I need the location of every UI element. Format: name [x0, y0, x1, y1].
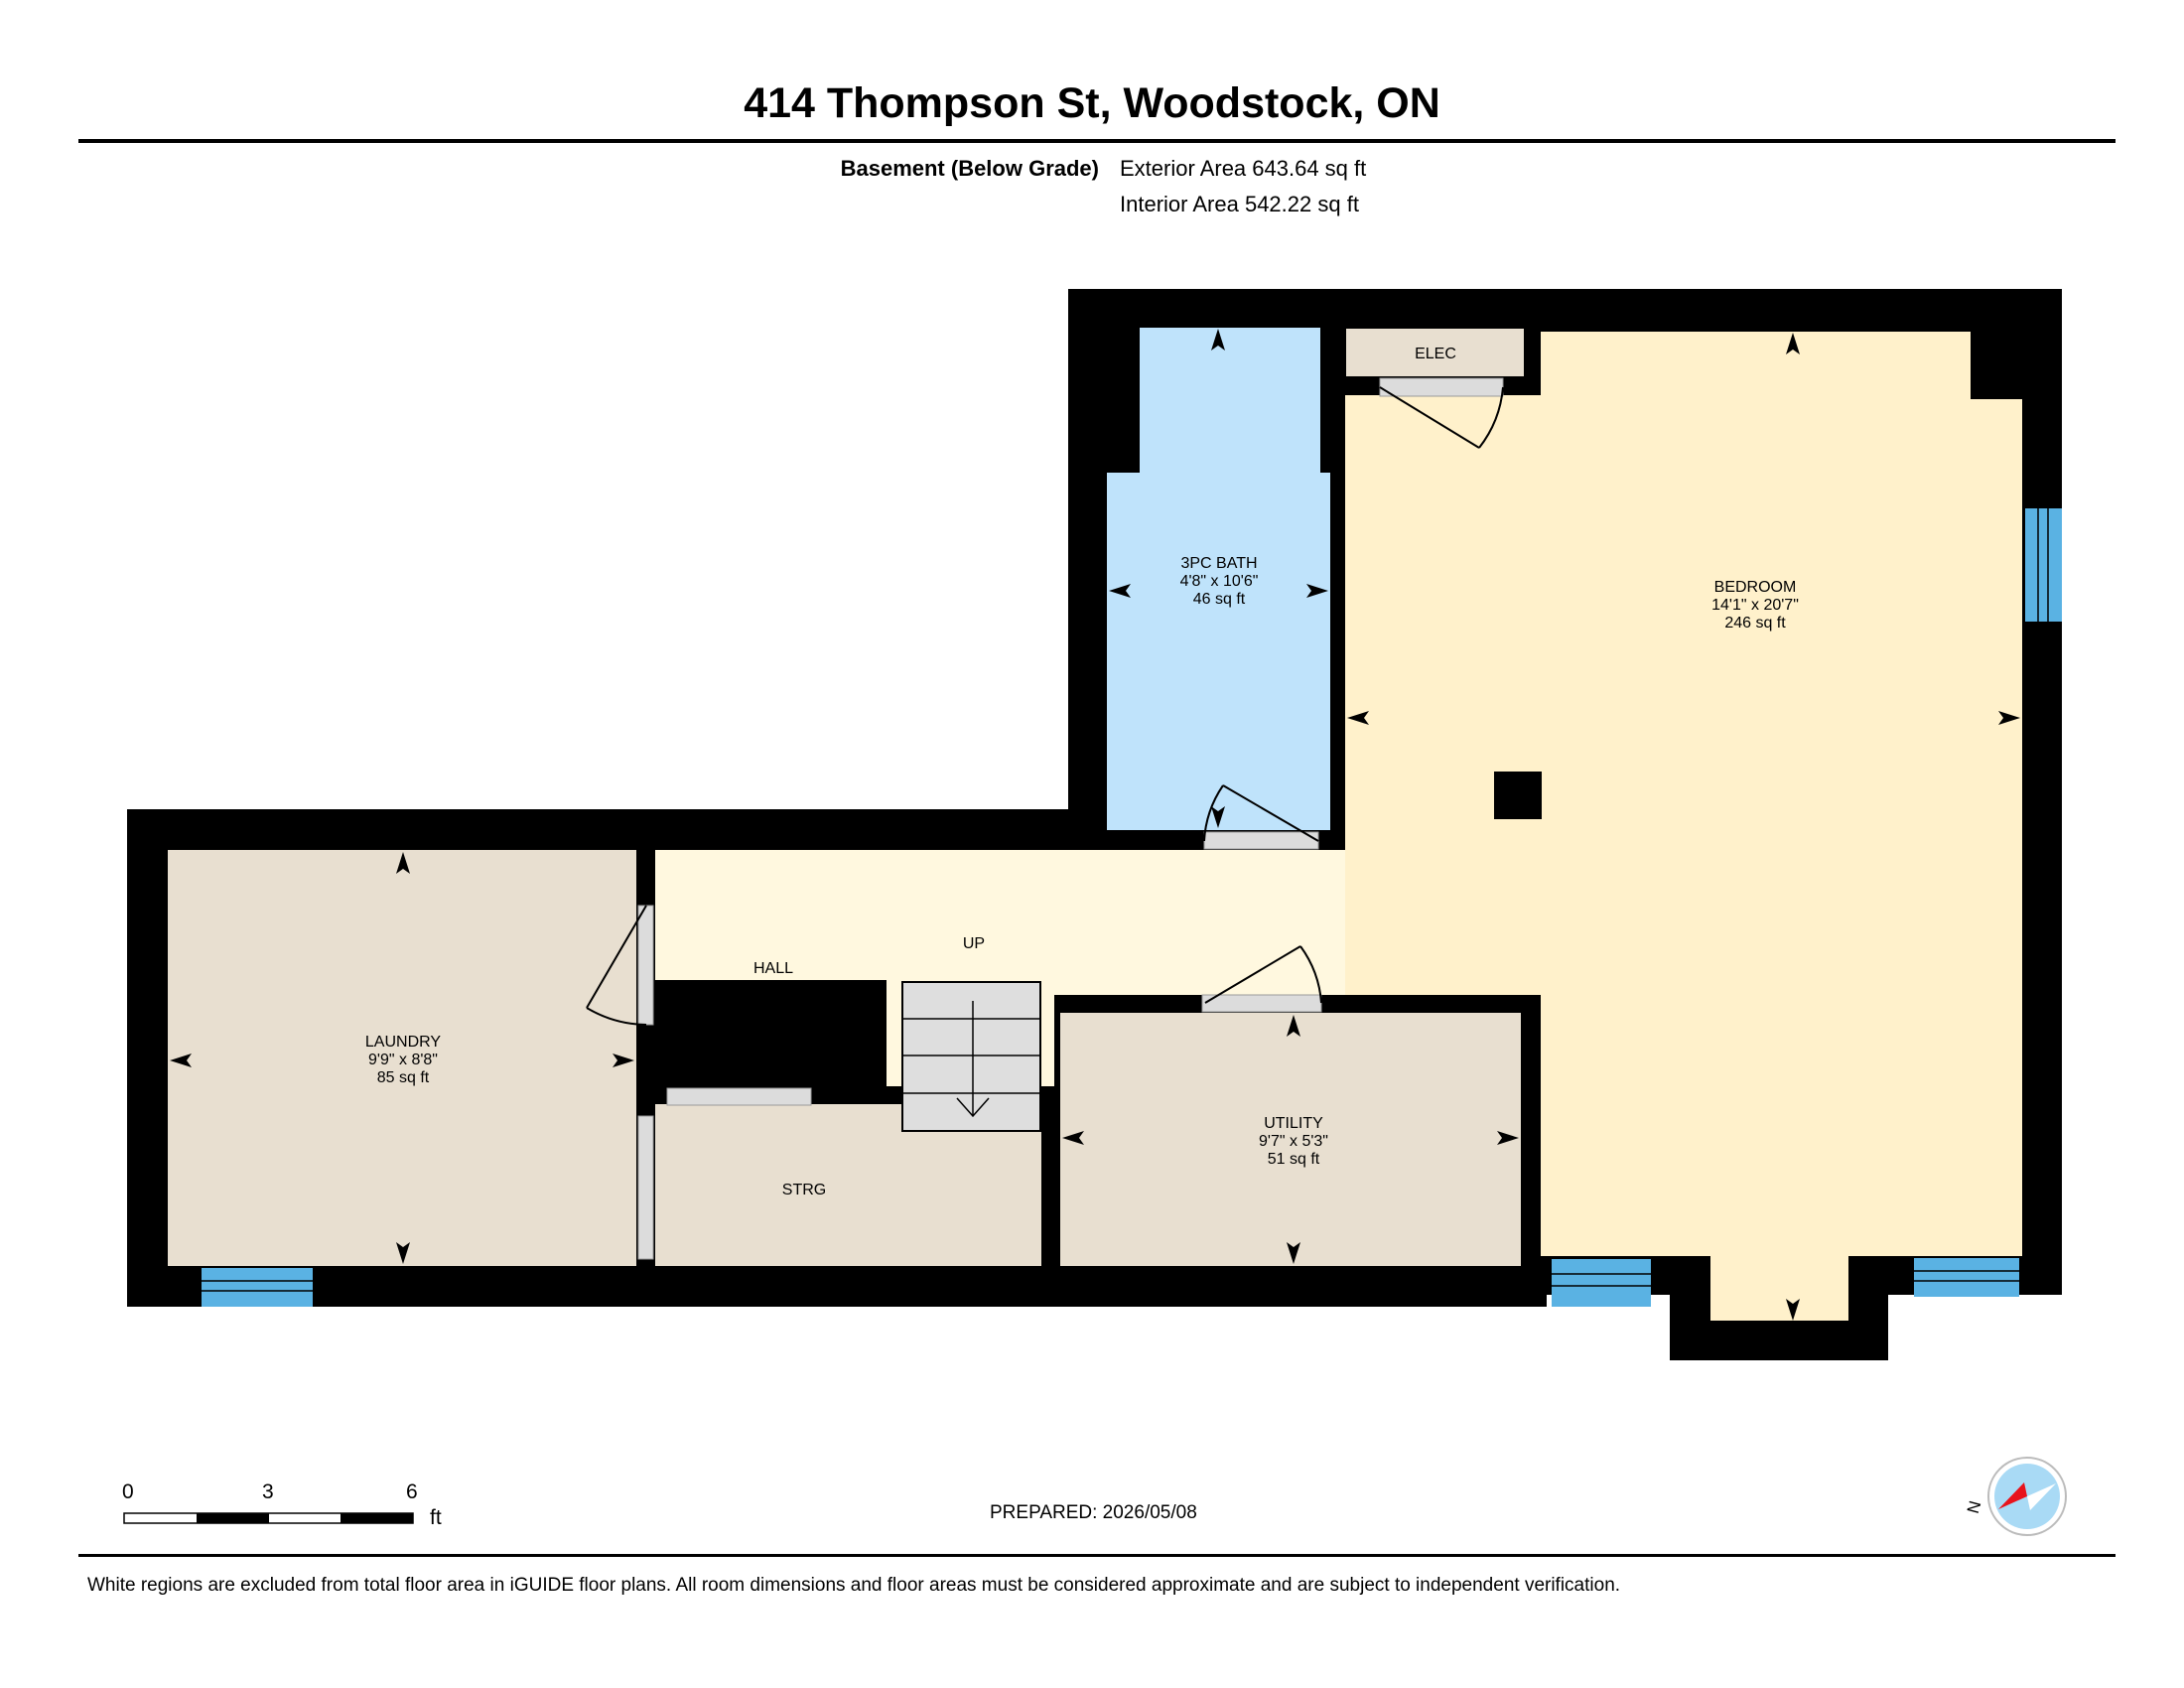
room-area-bedroom: 246 sq ft: [1724, 615, 1786, 632]
room-label-bath: 3PC BATH: [1180, 555, 1257, 572]
room-area-utility: 51 sq ft: [1268, 1151, 1320, 1168]
room-laundry: [168, 850, 636, 1266]
stairs-label: UP: [963, 935, 985, 952]
scale-bar: [123, 1512, 414, 1524]
room-hall: [655, 850, 1345, 1086]
room-elec: [1346, 329, 1524, 376]
exterior-area: Exterior Area 643.64 sq ft: [1120, 156, 1367, 181]
room-utility: [1060, 1013, 1521, 1266]
window: [1552, 1259, 1651, 1307]
scale-unit: ft: [430, 1506, 442, 1529]
room-label-bedroom: BEDROOM: [1714, 579, 1797, 596]
page-title: 414 Thompson St, Woodstock, ON: [744, 79, 1440, 127]
room-dims-laundry: 9'9" x 8'8": [368, 1052, 438, 1068]
room-dims-bath: 4'8" x 10'6": [1180, 573, 1259, 590]
dimension-arrows: [170, 329, 2020, 1321]
room-label-storage: STRG: [782, 1182, 826, 1198]
window: [1914, 1258, 2019, 1297]
header-divider: [78, 139, 2116, 143]
room-dims-utility: 9'7" x 5'3": [1259, 1133, 1328, 1150]
compass-icon: [1987, 1457, 2067, 1536]
window: [202, 1268, 313, 1307]
window: [2025, 508, 2062, 622]
door-openings: [637, 377, 1504, 1260]
room-bath: [1107, 328, 1330, 830]
scale-tick-0: 0: [122, 1480, 134, 1503]
door-swings: [586, 386, 1504, 1026]
floor-label: Basement (Below Grade): [840, 156, 1099, 181]
interior-area: Interior Area 542.22 sq ft: [1120, 192, 1359, 216]
room-label-laundry: LAUNDRY: [365, 1034, 442, 1051]
room-label-utility: UTILITY: [1264, 1115, 1323, 1132]
column-pillar: [1494, 772, 1542, 819]
prepared-date: PREPARED: 2026/05/08: [990, 1502, 1197, 1523]
disclaimer-text: White regions are excluded from total fl…: [87, 1575, 1621, 1596]
footer-divider: [78, 1554, 2116, 1557]
room-bedroom: [1345, 332, 2022, 1321]
room-label-elec: ELEC: [1415, 346, 1456, 362]
room-dims-bedroom: 14'1" x 20'7": [1711, 597, 1799, 614]
room-area-bath: 46 sq ft: [1193, 591, 1246, 608]
room-label-hall: HALL: [753, 960, 793, 977]
scale-tick-6: 6: [406, 1480, 418, 1503]
room-stairs: [901, 981, 1041, 1132]
room-area-laundry: 85 sq ft: [377, 1069, 430, 1086]
scale-tick-3: 3: [262, 1480, 274, 1503]
